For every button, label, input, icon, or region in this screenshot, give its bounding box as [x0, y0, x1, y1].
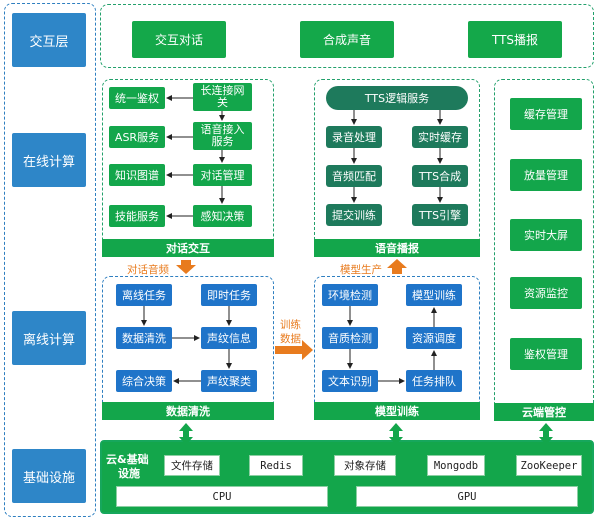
- training-env-detect: 环境检测: [322, 284, 378, 306]
- flow-label-model-prod: 模型生产: [340, 264, 382, 276]
- infra-gpu: GPU: [356, 486, 578, 507]
- cleaning-data-clean: 数据清洗: [116, 327, 172, 349]
- training-title-bar: 模型训练: [314, 402, 480, 420]
- dialog-kg: 知识图谱: [109, 164, 165, 186]
- voice-engine: TTS引擎: [412, 204, 468, 226]
- infra-container: [100, 440, 594, 514]
- infra-title-1: 云&基础: [106, 453, 149, 466]
- infra-redis: Redis: [249, 455, 303, 476]
- cleaning-voiceprint-info: 声纹信息: [201, 327, 257, 349]
- cleaning-instant-task: 即时任务: [201, 284, 257, 306]
- infra-zookeeper: ZooKeeper: [516, 455, 582, 476]
- flow-label-dialog-audio: 对话音频: [127, 264, 169, 276]
- dialog-auth: 统一鉴权: [109, 87, 165, 109]
- infra-cpu: CPU: [116, 486, 328, 507]
- training-resource-sched: 资源调度: [406, 327, 462, 349]
- interaction-tts-box: TTS播报: [468, 21, 562, 58]
- voice-synth: TTS合成: [412, 165, 468, 187]
- cloud-resource-monitor: 资源监控: [510, 277, 582, 309]
- layer-column: [4, 3, 96, 517]
- voice-submit: 提交训练: [326, 204, 382, 226]
- layer-online: 在线计算: [12, 133, 86, 187]
- infra-mongodb: Mongodb: [427, 455, 485, 476]
- training-model-train: 模型训练: [406, 284, 462, 306]
- dialog-perception: 感知决策: [193, 205, 252, 227]
- flow-arrow-model-prod: [387, 259, 407, 274]
- cleaning-offline-task: 离线任务: [116, 284, 172, 306]
- layer-infra: 基础设施: [12, 449, 86, 503]
- voice-match: 音频匹配: [326, 165, 382, 187]
- layer-offline: 离线计算: [12, 311, 86, 365]
- flow-label-train-data-1: 训练: [280, 319, 301, 331]
- interaction-dialog-box: 交互对话: [132, 21, 226, 58]
- flow-arrow-dialog-audio: [176, 260, 196, 274]
- voice-record: 录音处理: [326, 126, 382, 148]
- cloud-dashboard: 实时大屏: [510, 219, 582, 251]
- voice-header: TTS逻辑服务: [326, 86, 468, 110]
- voice-cache: 实时缓存: [412, 126, 468, 148]
- infra-title-2: 设施: [118, 467, 140, 480]
- cloud-auth-mgmt: 鉴权管理: [510, 338, 582, 370]
- dialog-voice-access: 语音接入服务: [193, 122, 252, 150]
- interaction-container: [100, 4, 594, 68]
- interaction-voice-box: 合成声音: [300, 21, 394, 58]
- dialog-gateway: 长连接网关: [193, 83, 252, 111]
- layer-interaction: 交互层: [12, 13, 86, 67]
- cloud-release-mgmt: 放量管理: [510, 159, 582, 191]
- cleaning-title-bar: 数据清洗: [102, 402, 274, 420]
- dialog-asr: ASR服务: [109, 126, 165, 148]
- cleaning-voiceprint-cluster: 声纹聚类: [201, 370, 257, 392]
- training-text-recog: 文本识别: [322, 370, 378, 392]
- flow-label-train-data-2: 数据: [280, 333, 301, 345]
- infra-object-storage: 对象存储: [334, 455, 396, 476]
- training-quality-detect: 音质检测: [322, 327, 378, 349]
- dialog-skill: 技能服务: [109, 205, 165, 227]
- dialog-management: 对话管理: [193, 164, 252, 186]
- cloud-title-bar: 云端管控: [494, 403, 594, 421]
- dialog-title-bar: 对话交互: [102, 239, 274, 257]
- voice-title-bar: 语音播报: [314, 239, 480, 257]
- cloud-cache-mgmt: 缓存管理: [510, 98, 582, 130]
- cleaning-decision: 综合决策: [116, 370, 172, 392]
- training-task-queue: 任务排队: [406, 370, 462, 392]
- infra-file-storage: 文件存储: [164, 455, 220, 476]
